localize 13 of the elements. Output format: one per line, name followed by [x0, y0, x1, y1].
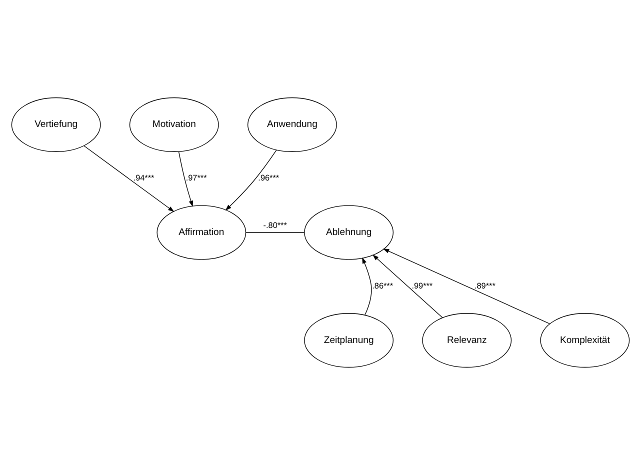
node-ellipse: Komplexität [540, 313, 630, 368]
node-ellipse: Zeitplanung [304, 313, 394, 368]
node-ellipse: Relevanz [422, 313, 512, 368]
node-ellipse: Anwendung [247, 97, 337, 152]
node-ellipse: Vertiefung [11, 97, 101, 152]
arrow [372, 254, 443, 318]
arrow [84, 145, 174, 212]
connector [246, 232, 305, 233]
node-ellipse: Motivation [129, 97, 219, 152]
arrow [362, 257, 372, 316]
arrow [382, 248, 550, 324]
arrow [225, 150, 277, 211]
arrow [178, 151, 193, 207]
